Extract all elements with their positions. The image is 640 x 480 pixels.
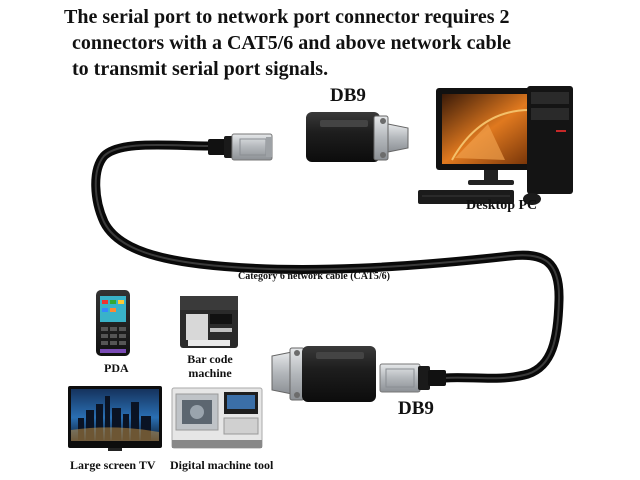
headline-line-1: The serial port to network port connecto…: [64, 6, 510, 28]
network-cable: [91, 140, 564, 383]
cnc-machine-icon: [171, 387, 263, 449]
headline-line-3: to transmit serial port signals.: [72, 58, 329, 80]
barcode-label-line-2: machine: [188, 366, 232, 380]
machine-tool-label: Digital machine tool: [170, 458, 274, 472]
barcode-machine-label: Bar code machine: [180, 352, 240, 380]
barcode-label-line-1: Bar code: [187, 352, 233, 366]
pda-icon: [96, 290, 130, 356]
desktop-pc-label: Desktop PC: [466, 198, 538, 213]
headline: The serial port to network port connecto…: [64, 4, 624, 82]
db9-top-label: DB9: [330, 85, 366, 106]
cable-label: Category 6 network cable (CAT5/6): [238, 271, 391, 282]
barcode-printer-icon: [180, 296, 238, 348]
db9-adapter-bottom: [271, 346, 376, 402]
desktop-pc-icon: [418, 86, 573, 205]
tv-icon: [68, 386, 162, 451]
rj45-plug-bottom: [379, 363, 446, 393]
rj45-plug-top: [208, 133, 273, 161]
large-tv-label: Large screen TV: [70, 458, 156, 472]
pda-label: PDA: [104, 361, 129, 375]
db9-bottom-label: DB9: [398, 398, 434, 419]
db9-adapter-top: [306, 112, 409, 162]
headline-line-2: connectors with a CAT5/6 and above netwo…: [72, 32, 512, 54]
